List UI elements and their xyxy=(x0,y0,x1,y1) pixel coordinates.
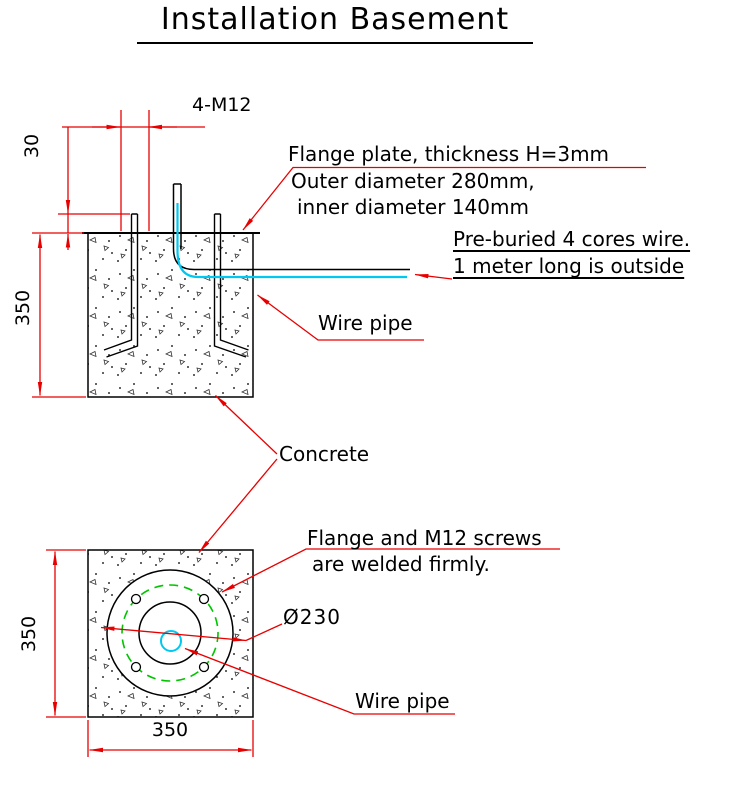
leader-weld-note xyxy=(221,548,560,593)
dim-350-bottom xyxy=(87,720,254,757)
bolt-hole xyxy=(130,661,142,673)
annotation-wire-pipe-top: Wire pipe xyxy=(355,689,450,713)
annotation-wire-line2: 1 meter long is outside xyxy=(453,254,685,278)
concrete-block-section xyxy=(87,232,254,398)
annotation-wire-pipe-section: Wire pipe xyxy=(318,311,413,335)
leader-flange-plate xyxy=(242,166,646,231)
dim-label-diameter-230: Ø230 xyxy=(283,605,341,629)
leader-preburied-wire xyxy=(414,273,453,280)
dim-label-30: 30 xyxy=(21,133,43,159)
bolt-holes xyxy=(130,593,210,673)
annotation-wire-line1: Pre-buried 4 cores wire. xyxy=(453,227,691,251)
leader-wire-pipe-top xyxy=(184,647,455,715)
bolt-hole xyxy=(130,593,142,605)
cross-section-view xyxy=(82,183,410,398)
dim-label-350-depth: 350 xyxy=(12,289,34,327)
annotation-flange-line3: inner diameter 140mm xyxy=(297,195,529,219)
dim-350-depth xyxy=(32,232,86,398)
dimension-lines xyxy=(32,110,646,757)
annotation-weld-line2: are welded firmly. xyxy=(312,552,490,576)
annotation-weld-line1: Flange and M12 screws xyxy=(307,526,542,550)
dim-label-350-bottom: 350 xyxy=(151,719,189,741)
flange-inner-circle xyxy=(138,601,202,665)
dim-350-left xyxy=(46,549,86,718)
annotation-flange-line1: Flange plate, thickness H=3mm xyxy=(288,142,610,166)
dim-4m12 xyxy=(62,110,205,231)
bolt-hole xyxy=(198,661,210,673)
annotation-flange-line2: Outer diameter 280mm, xyxy=(291,169,535,193)
buried-wire-cyan xyxy=(176,203,407,279)
dim-diameter-230 xyxy=(100,623,283,642)
anchor-bolt-left xyxy=(103,213,139,358)
dim-label-4m12: 4-M12 xyxy=(192,94,252,116)
dim-label-350-left: 350 xyxy=(18,615,40,653)
dim-30 xyxy=(58,127,130,250)
annotation-concrete: Concrete xyxy=(279,442,370,466)
leader-concrete xyxy=(198,395,278,553)
page-title: Installation Basement xyxy=(137,2,533,44)
leader-wire-pipe-section xyxy=(257,294,424,341)
bolt-hole xyxy=(198,593,210,605)
anchor-bolt-right xyxy=(213,213,249,358)
